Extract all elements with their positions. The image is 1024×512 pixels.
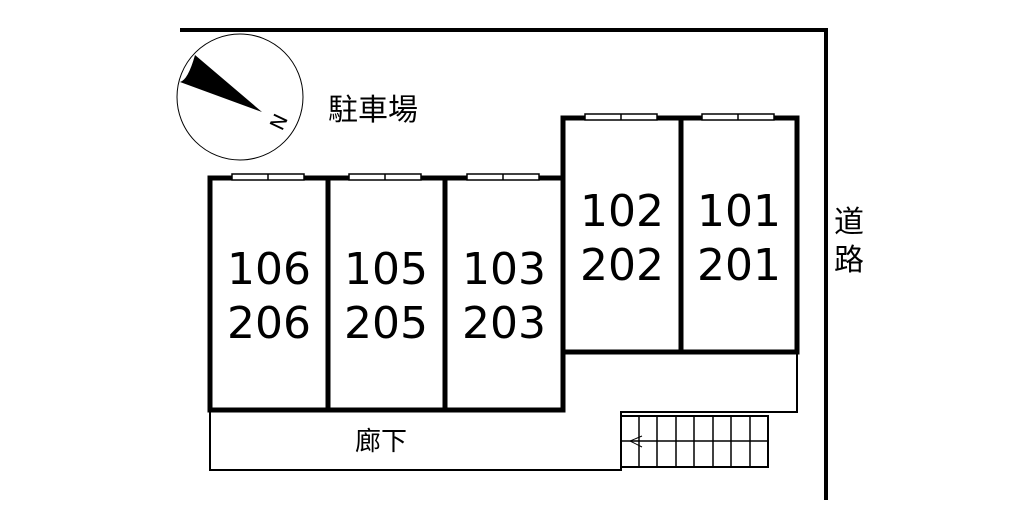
- windows: [231, 113, 775, 181]
- road-label-2: 路: [834, 243, 864, 278]
- unit-number: 205: [344, 298, 428, 349]
- parking-label: 駐車場: [328, 93, 418, 128]
- unit-number: 105: [344, 244, 428, 295]
- unit-number: 206: [227, 298, 311, 349]
- compass-icon: N: [176, 33, 304, 161]
- road-label-1: 道: [834, 205, 864, 240]
- arrow-left-icon: [628, 435, 643, 448]
- site-boundary: [180, 28, 828, 500]
- unit-105-205: [325, 175, 448, 413]
- stairs: [620, 415, 769, 468]
- unit-number: 102: [580, 186, 664, 237]
- unit-number: 201: [697, 240, 781, 291]
- corridor-label: 廊下: [355, 427, 407, 457]
- unit-number: 103: [462, 244, 546, 295]
- unit-101-201: [678, 115, 800, 355]
- unit-number: 106: [227, 244, 311, 295]
- unit-106-206: [207, 175, 331, 413]
- unit-103-203: [442, 175, 566, 413]
- unit-number: 101: [697, 186, 781, 237]
- unit-number: 202: [580, 240, 664, 291]
- unit-number: 203: [462, 298, 546, 349]
